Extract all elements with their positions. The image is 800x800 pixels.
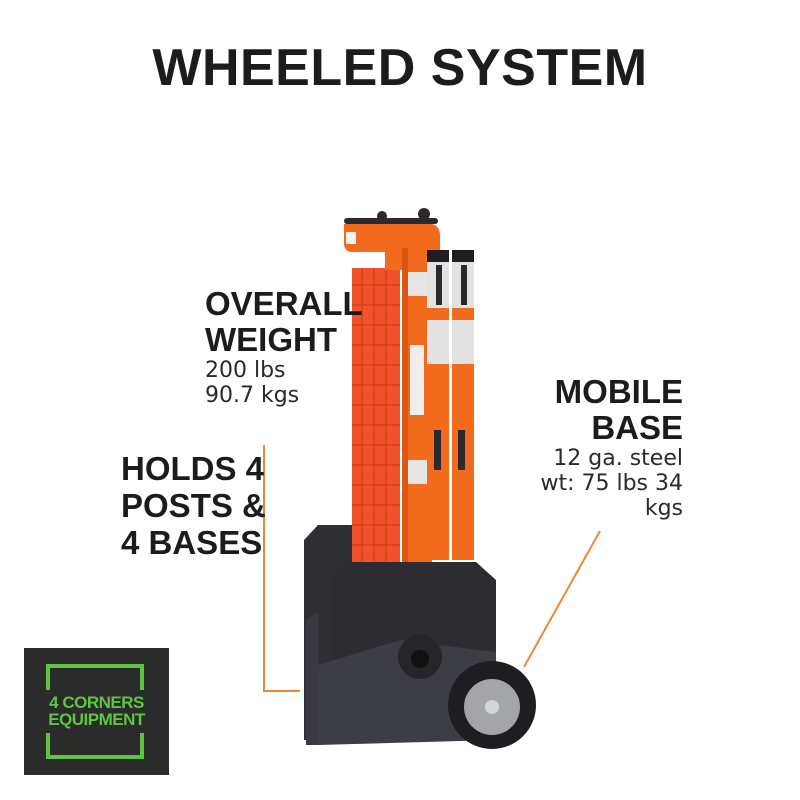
holds-line2: POSTS &	[121, 487, 266, 524]
mobile-base-callout: MOBILE BASE 12 ga. steel wt: 75 lbs 34 k…	[513, 373, 683, 522]
overall-weight-heading-line2: WEIGHT	[205, 321, 337, 358]
holds-line3: 4 BASES	[121, 524, 263, 561]
logo-line1: 4 CORNERS	[49, 693, 144, 712]
holds-posts-callout: HOLDS 4 POSTS & 4 BASES	[121, 450, 266, 561]
page-title: WHEELED SYSTEM	[152, 39, 648, 97]
logo-line2: EQUIPMENT	[48, 710, 145, 729]
4-corners-equipment-logo: 4 CORNERS EQUIPMENT	[24, 648, 169, 775]
mobile-base-heading-line1: MOBILE	[554, 373, 683, 410]
mobile-base-weight: wt: 75 lbs 34	[540, 471, 683, 496]
logo-frame-top-icon	[46, 664, 144, 690]
logo-text: 4 CORNERS EQUIPMENT	[24, 694, 169, 728]
overall-weight-lbs: 200 lbs	[205, 358, 286, 383]
mobile-base-material: 12 ga. steel	[553, 446, 683, 471]
holds-line1: HOLDS 4	[121, 450, 265, 487]
overall-weight-kgs: 90.7 kgs	[205, 383, 300, 408]
holds-leader-line	[263, 445, 300, 692]
mobile-base-leader-line	[523, 530, 601, 668]
overall-weight-heading-line1: OVERALL	[205, 285, 363, 322]
mobile-base-heading-line2: BASE	[591, 409, 683, 446]
logo-frame-bottom-icon	[46, 733, 144, 759]
mobile-base-weight-unit: kgs	[644, 496, 683, 521]
overall-weight-callout: OVERALL WEIGHT 200 lbs 90.7 kgs	[205, 285, 363, 409]
